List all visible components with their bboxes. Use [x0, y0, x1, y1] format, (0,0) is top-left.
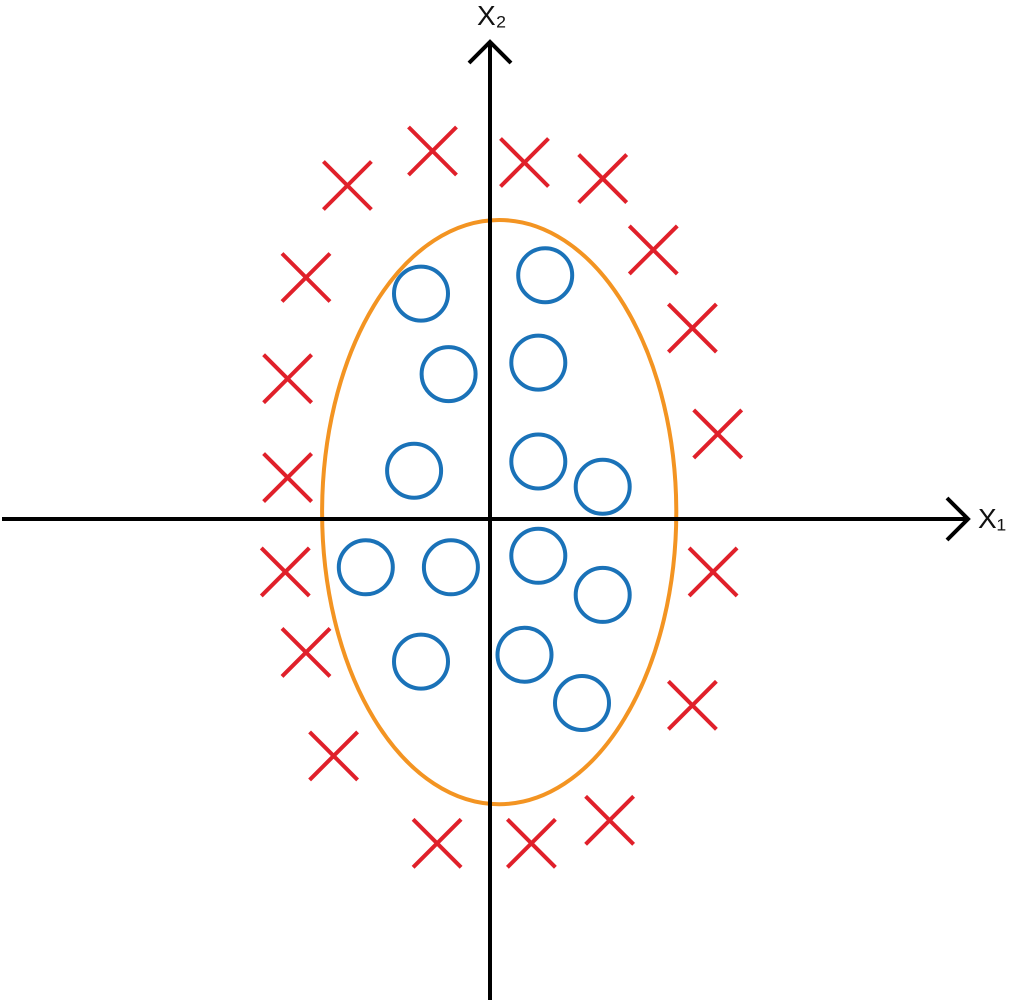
- x-axis-arrowhead: [945, 496, 971, 542]
- circle-point: [509, 526, 568, 585]
- circle-point: [385, 441, 444, 500]
- circle-point: [392, 264, 450, 323]
- cross-point: [577, 153, 629, 205]
- data-points: [259, 125, 744, 869]
- y-axis-arrowhead: [467, 39, 513, 65]
- cross-point: [692, 408, 744, 460]
- circle-point: [516, 246, 575, 305]
- cross-point: [505, 817, 557, 869]
- cross-point: [259, 546, 311, 598]
- circle-point: [573, 565, 632, 624]
- circle-point: [509, 333, 568, 392]
- cross-point: [280, 626, 332, 678]
- cross-point: [321, 160, 373, 211]
- decision-boundary-ellipse: [320, 217, 679, 807]
- cross-point: [666, 679, 718, 731]
- cross-point: [308, 730, 360, 782]
- circle-point: [421, 538, 480, 597]
- circle-point: [392, 632, 450, 691]
- y-axis-label: X₂: [477, 0, 507, 31]
- cross-point: [280, 252, 332, 303]
- cross-point: [499, 137, 550, 188]
- cross-point: [584, 794, 636, 846]
- circle-point: [419, 345, 478, 404]
- x-axis-label: X₁: [978, 503, 1007, 534]
- cross-point: [627, 224, 679, 276]
- circle-point: [509, 432, 568, 491]
- cross-point: [666, 302, 718, 354]
- circle-point: [336, 538, 395, 597]
- circle-point: [495, 625, 554, 684]
- cross-point: [262, 353, 314, 405]
- cross-point: [411, 817, 463, 869]
- cross-point: [407, 125, 458, 177]
- cross-point: [687, 546, 739, 598]
- circle-point: [553, 674, 611, 732]
- circle-point: [573, 457, 632, 516]
- cross-point: [262, 452, 314, 504]
- axes: [2, 39, 971, 1000]
- decision-boundary-layer: [320, 217, 679, 807]
